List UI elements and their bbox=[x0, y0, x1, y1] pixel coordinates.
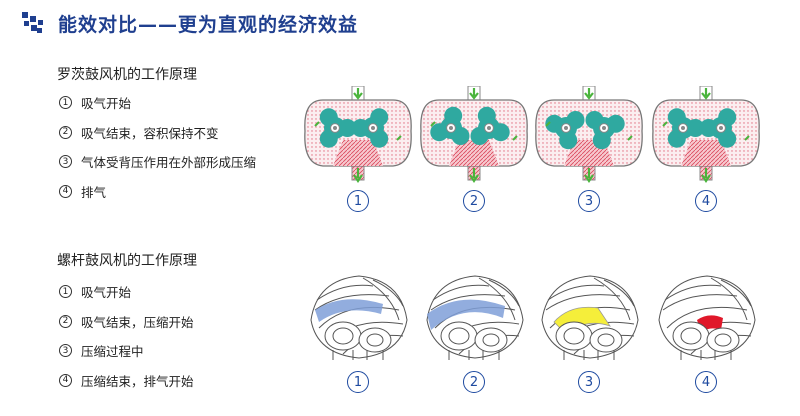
roots-step-list: 1 吸气开始 2 吸气结束，容积保持不变 3 气体受背压作用在外部形成压缩 4 排气 bbox=[59, 88, 256, 206]
screw-step: 4 压缩结束，排气开始 bbox=[59, 366, 194, 396]
roots-stage-number: 4 bbox=[695, 190, 717, 212]
screw-stage-number: 1 bbox=[347, 371, 369, 393]
screw-stage-number: 2 bbox=[463, 371, 485, 393]
roots-stage-number: 2 bbox=[463, 190, 485, 212]
step-number: 2 bbox=[59, 314, 72, 328]
screw-diagram bbox=[303, 270, 415, 366]
step-number: 3 bbox=[59, 155, 72, 169]
page-header: 能效对比——更为直观的经济效益 bbox=[22, 8, 358, 38]
screw-step-list: 1 吸气开始 2 吸气结束，压缩开始 3 压缩过程中 4 压缩结束，排气开始 bbox=[59, 277, 194, 395]
roots-step: 4 排气 bbox=[59, 177, 256, 207]
step-number: 4 bbox=[59, 184, 72, 198]
screw-step: 1 吸气开始 bbox=[59, 277, 194, 307]
screw-stage-number: 3 bbox=[578, 371, 600, 393]
roots-stage-number: 1 bbox=[347, 190, 369, 212]
step-number: 1 bbox=[59, 96, 72, 110]
step-number: 1 bbox=[59, 285, 72, 299]
step-text: 气体受背压作用在外部形成压缩 bbox=[81, 155, 257, 171]
roots-step: 2 吸气结束，容积保持不变 bbox=[59, 118, 256, 148]
step-number: 4 bbox=[59, 373, 72, 387]
step-text: 吸气开始 bbox=[81, 285, 132, 301]
step-text: 压缩结束，排气开始 bbox=[81, 373, 194, 389]
roots-step: 1 吸气开始 bbox=[59, 88, 256, 118]
roots-diagram bbox=[534, 85, 644, 188]
roots-stage-number: 3 bbox=[578, 190, 600, 212]
step-text: 排气 bbox=[81, 184, 107, 200]
step-text: 压缩过程中 bbox=[81, 344, 144, 360]
step-text: 吸气开始 bbox=[81, 96, 132, 112]
step-number: 3 bbox=[59, 344, 72, 358]
screw-step: 3 压缩过程中 bbox=[59, 336, 194, 366]
screw-step: 2 吸气结束，压缩开始 bbox=[59, 307, 194, 337]
roots-diagram bbox=[303, 85, 413, 188]
screw-stage-number: 4 bbox=[695, 371, 717, 393]
roots-diagram bbox=[651, 85, 761, 188]
step-text: 吸气结束，压缩开始 bbox=[81, 314, 194, 330]
page-title: 能效对比——更为直观的经济效益 bbox=[58, 13, 359, 36]
grid-logo-icon bbox=[22, 12, 43, 33]
step-number: 2 bbox=[59, 125, 72, 139]
roots-diagram bbox=[419, 85, 529, 188]
screw-diagram bbox=[534, 270, 646, 366]
screw-diagram bbox=[419, 270, 531, 366]
roots-step: 3 气体受背压作用在外部形成压缩 bbox=[59, 147, 256, 177]
screw-section-title: 螺杆鼓风机的工作原理 bbox=[57, 253, 197, 269]
screw-diagram bbox=[651, 270, 763, 366]
roots-section-title: 罗茨鼓风机的工作原理 bbox=[57, 67, 197, 83]
step-text: 吸气结束，容积保持不变 bbox=[81, 125, 219, 141]
